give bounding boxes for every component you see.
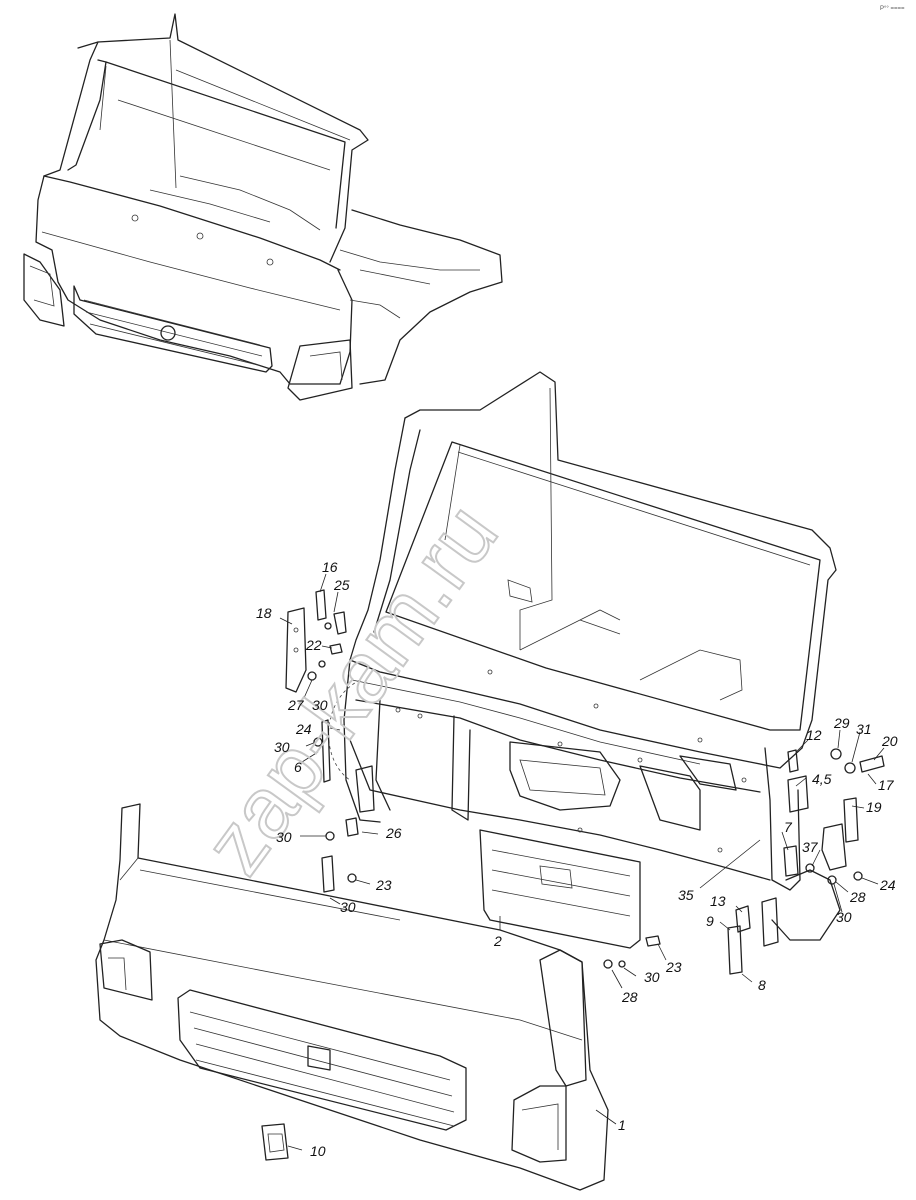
label-8: 8	[758, 977, 766, 993]
label-17: 17	[878, 777, 895, 793]
label-23a: 23	[375, 877, 392, 893]
label-16: 16	[322, 559, 338, 575]
label-30d: 30	[340, 899, 356, 915]
badge-icon	[160, 325, 176, 341]
label-24b: 24	[879, 877, 896, 893]
label-20: 20	[881, 733, 898, 749]
label-26: 26	[385, 825, 402, 841]
label-35: 35	[678, 887, 694, 903]
label-19: 19	[866, 799, 882, 815]
label-37: 37	[802, 839, 819, 855]
emblem-icon	[307, 1045, 331, 1071]
part-1-front-fascia	[95, 803, 609, 1191]
label-30f: 30	[836, 909, 852, 925]
label-1: 1	[618, 1117, 626, 1133]
label-22: 22	[305, 637, 322, 653]
label-24a: 24	[295, 721, 312, 737]
assembled-cab-view	[23, 13, 503, 401]
corner-mark: P°° ====	[880, 6, 905, 12]
label-18: 18	[256, 605, 272, 621]
leader-lines	[279, 573, 885, 1151]
label-10: 10	[310, 1143, 326, 1159]
label-30b: 30	[274, 739, 290, 755]
label-27: 27	[287, 697, 305, 713]
label-6: 6	[294, 759, 302, 775]
callout-labels: 16 25 18 22 27 30 24 30 6 30 26 23 30 2 …	[256, 559, 898, 1159]
label-23b: 23	[665, 959, 682, 975]
label-30e: 30	[644, 969, 660, 985]
label-13: 13	[710, 893, 726, 909]
label-29: 29	[833, 715, 850, 731]
label-25: 25	[333, 577, 350, 593]
part-2-panel	[479, 829, 641, 949]
label-28a: 28	[621, 989, 638, 1005]
label-31: 31	[856, 721, 872, 737]
label-9: 9	[706, 913, 714, 929]
label-12: 12	[806, 727, 822, 743]
label-7: 7	[784, 819, 793, 835]
watermark: zap-kam.ru	[186, 487, 516, 891]
label-4-5: 4,5	[812, 771, 832, 787]
label-30a: 30	[312, 697, 328, 713]
small-parts	[261, 589, 885, 1161]
part-10-icon	[261, 1123, 289, 1161]
label-28b: 28	[849, 889, 866, 905]
label-2: 2	[493, 933, 502, 949]
label-30c: 30	[276, 829, 292, 845]
